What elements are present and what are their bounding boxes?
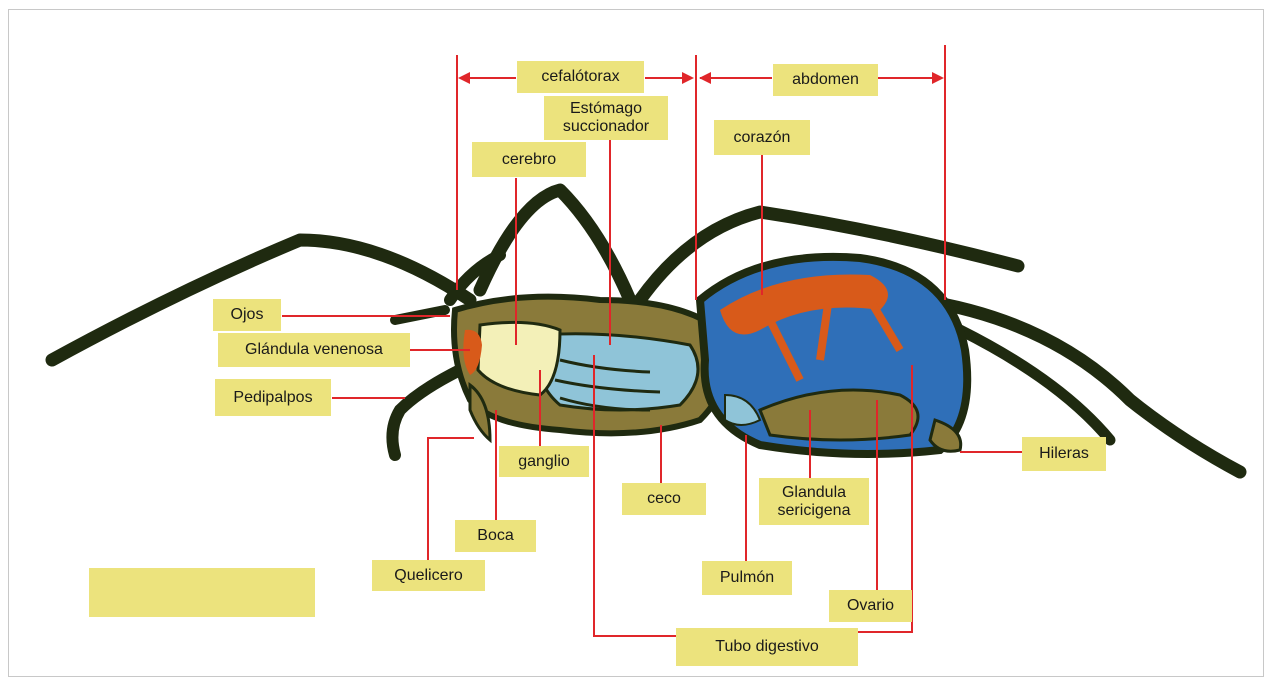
label-ovario: Ovario (829, 590, 912, 622)
label-pedipalpos: Pedipalpos (215, 379, 331, 416)
label-cerebro: cerebro (472, 142, 586, 177)
label-ceco: ceco (622, 483, 706, 515)
label-ojos: Ojos (213, 299, 281, 331)
label-boca: Boca (455, 520, 536, 552)
label-blank-answer-box (89, 568, 315, 617)
label-pulmon: Pulmón (702, 561, 792, 595)
label-hileras: Hileras (1022, 437, 1106, 471)
leg-right-low (960, 330, 1110, 440)
label-estomago-succionador: Estómago succionador (544, 96, 668, 140)
label-cefalotorax: cefalótorax (517, 61, 644, 93)
label-glandula-sericigena: Glandula sericigena (759, 478, 869, 525)
label-ganglio: ganglio (499, 446, 589, 477)
cephalothorax (454, 297, 727, 440)
label-corazon: corazón (714, 120, 810, 155)
pedipalp (392, 370, 460, 455)
abdomen-body (700, 257, 967, 454)
leg-front-left-2 (480, 190, 630, 300)
label-quelicero: Quelicero (372, 560, 485, 591)
label-abdomen: abdomen (773, 64, 878, 96)
label-tubo-digestivo: Tubo digestivo (676, 628, 858, 666)
label-glandula-venenosa: Glándula venenosa (218, 333, 410, 367)
